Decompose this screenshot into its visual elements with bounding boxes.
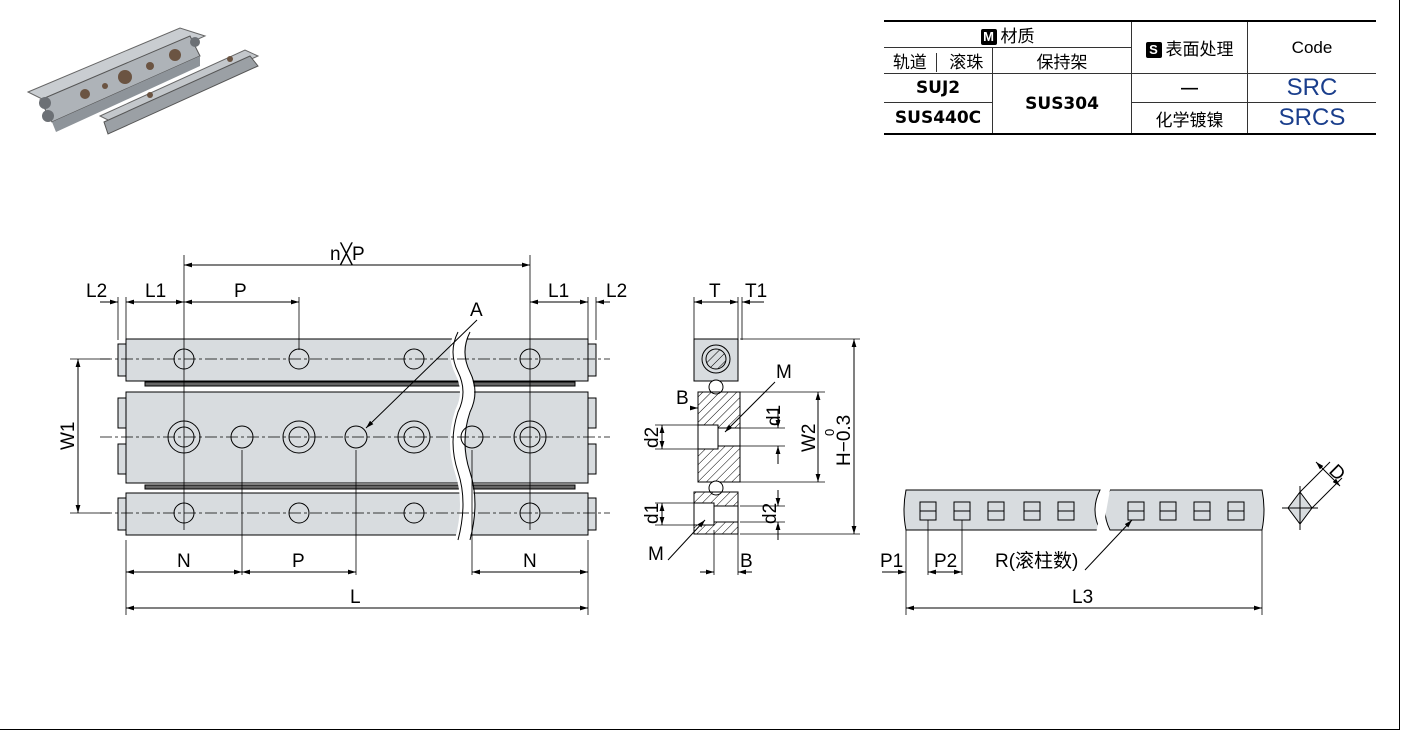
label-d2-right: d2 xyxy=(760,503,781,524)
label-A: A xyxy=(470,300,483,321)
label-T: T xyxy=(709,281,721,302)
cage-strip xyxy=(903,483,1265,541)
label-nxp: n╳P xyxy=(330,242,365,265)
label-P1: P1 xyxy=(880,551,903,572)
col-roller: 滚珠 xyxy=(936,53,984,72)
label-N-left: N xyxy=(177,551,191,572)
surface-tag-icon: S xyxy=(1145,42,1162,58)
label-H: H−0.3 xyxy=(834,415,855,466)
label-B-top: B xyxy=(676,388,689,409)
label-P-bottom: P xyxy=(292,551,305,572)
side-view xyxy=(693,338,741,535)
surface-header: 表面处理 xyxy=(1165,40,1234,59)
label-W2: W2 xyxy=(799,424,820,453)
row2-code[interactable]: SRCS xyxy=(1247,102,1376,135)
label-P-top: P xyxy=(234,281,247,302)
label-L2-left: L2 xyxy=(86,281,107,302)
material-header: 材质 xyxy=(1000,27,1035,46)
cage-value: SUS304 xyxy=(992,73,1132,135)
label-L1-right: L1 xyxy=(548,281,569,302)
code-header: Code xyxy=(1247,21,1376,74)
col-cage: 保持架 xyxy=(992,47,1132,74)
bottom-rail xyxy=(117,492,597,536)
label-L: L xyxy=(350,587,361,608)
label-L2-right: L2 xyxy=(606,281,627,302)
row1-surface: — xyxy=(1131,73,1248,103)
row1-rail-roller: SUJ2 xyxy=(884,73,994,103)
middle-rail xyxy=(117,391,597,490)
label-L3: L3 xyxy=(1072,587,1093,608)
label-M-top: M xyxy=(776,362,792,383)
label-d1-right: d1 xyxy=(764,405,785,426)
material-tag-icon: M xyxy=(980,29,997,45)
label-T1: T1 xyxy=(745,281,767,302)
label-d1-left: d1 xyxy=(642,503,663,524)
label-M-bottom: M xyxy=(648,544,664,565)
label-d2-left: d2 xyxy=(642,427,663,448)
top-rail xyxy=(117,338,597,387)
label-B-bottom: B xyxy=(740,551,753,572)
label-W1: W1 xyxy=(58,422,79,451)
label-N-right: N xyxy=(523,551,537,572)
row2-rail-roller: SUS440C xyxy=(884,102,994,135)
label-P2: P2 xyxy=(934,551,957,572)
roller-detail xyxy=(1282,461,1343,530)
row1-code[interactable]: SRC xyxy=(1247,73,1376,103)
label-R: R(滚柱数) xyxy=(995,550,1078,572)
label-L1-left: L1 xyxy=(145,281,166,302)
label-H-tol: 0 xyxy=(822,429,837,436)
row2-surface: 化学镀镍 xyxy=(1131,102,1248,135)
